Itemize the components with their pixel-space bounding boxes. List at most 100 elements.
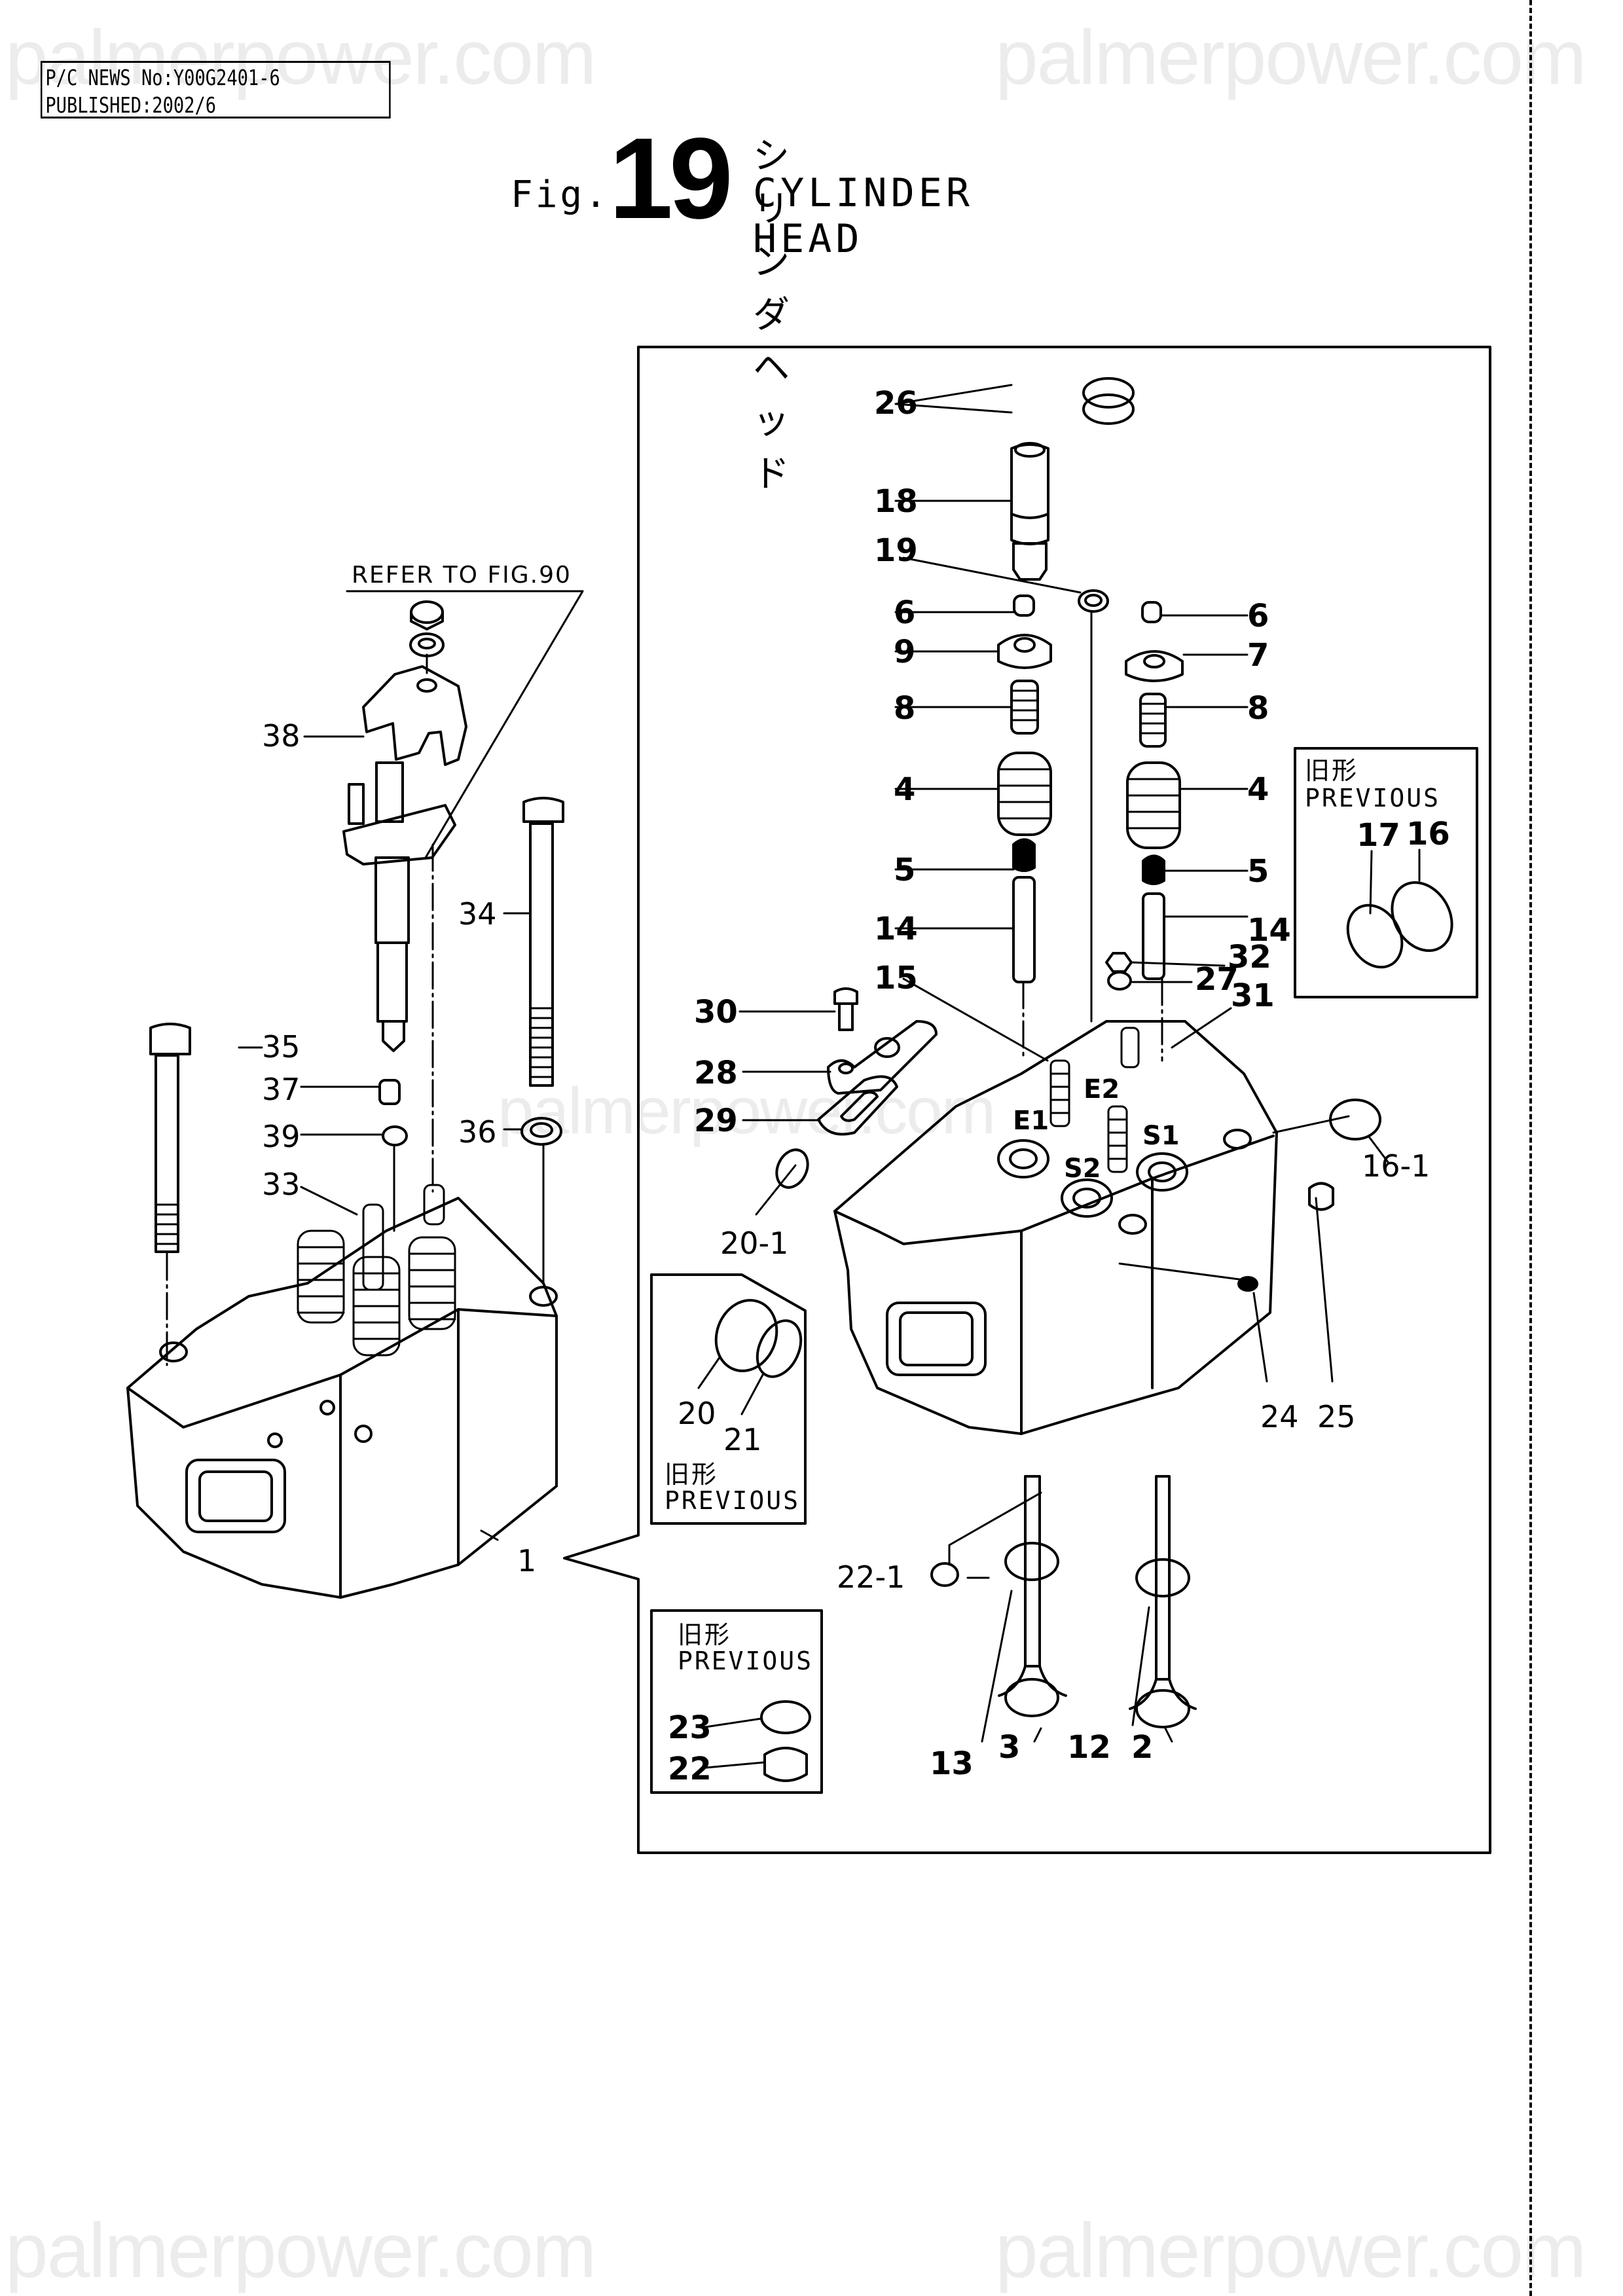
- valve-right: [1129, 1475, 1197, 1728]
- callout-31: 31: [1231, 977, 1275, 1014]
- o-ring-inner: [1084, 594, 1103, 607]
- callout-2: 2: [1131, 1729, 1153, 1766]
- bracket: [827, 1020, 938, 1095]
- callout-24: 24: [1260, 1399, 1299, 1434]
- threaded-plug: [1391, 881, 1453, 953]
- callout-13: 13: [930, 1745, 974, 1782]
- washer-icon: [1107, 971, 1132, 991]
- callout-14-left: 14: [874, 911, 918, 947]
- callout-9: 9: [894, 634, 915, 670]
- cylinder-head-detail: [833, 1020, 1278, 1435]
- figure-title-en: CYLINDER HEAD: [753, 170, 974, 262]
- watermark: palmerpower.com: [5, 2208, 596, 2294]
- callout-32: 32: [1228, 939, 1271, 975]
- bracket-hole: [838, 1063, 854, 1074]
- valve-left: [998, 1475, 1067, 1717]
- gasket: [817, 1075, 898, 1136]
- callout-35: 35: [262, 1029, 301, 1065]
- blind-plug: [930, 1562, 959, 1587]
- watermark: palmerpower.com: [498, 1074, 996, 1148]
- nozzle-clamp: [362, 665, 467, 766]
- nut-icon: [410, 600, 444, 630]
- callout-28: 28: [694, 1055, 738, 1091]
- o-ring: [1078, 589, 1109, 613]
- callout-22-1: 22-1: [837, 1559, 905, 1595]
- threaded-plug: [1308, 1182, 1334, 1211]
- blind-plug: [775, 1148, 809, 1189]
- callout-15: 15: [874, 960, 918, 996]
- callout-25: 25: [1317, 1399, 1356, 1434]
- washer-icon: [520, 1117, 562, 1146]
- callout-16-1: 16-1: [1362, 1148, 1430, 1184]
- previous-box: [650, 1273, 807, 1525]
- refer-leader: [346, 590, 584, 859]
- callout-34: 34: [458, 896, 497, 932]
- bolt: [833, 987, 858, 1031]
- threaded-plug: [763, 1747, 808, 1782]
- valve-tag-e2: E2: [1084, 1074, 1120, 1104]
- watermark: palmerpower.com: [995, 14, 1586, 101]
- threaded-plug: [714, 1299, 778, 1372]
- short-head-bolt: [149, 1023, 191, 1253]
- leader-lines-detail: [739, 384, 1389, 1743]
- previous-label-en: PREVIOUS: [665, 1486, 800, 1515]
- callout-23: 23: [668, 1709, 712, 1746]
- leader-lines: [697, 1355, 764, 1415]
- previous-label-en: PREVIOUS: [1305, 784, 1440, 812]
- callout-5-right: 5: [1247, 853, 1269, 890]
- callout-4-left: 4: [894, 771, 915, 808]
- leader-lines-left: [238, 735, 532, 1541]
- callout-8-right: 8: [1247, 690, 1269, 727]
- washer-icon: [409, 632, 445, 657]
- page-cut-line: [1529, 0, 1532, 2296]
- callout-30: 30: [694, 994, 738, 1030]
- o-ring: [382, 1125, 408, 1146]
- gasket-opening: [840, 1091, 879, 1122]
- callout-12: 12: [1067, 1729, 1111, 1766]
- callout-33: 33: [262, 1167, 301, 1202]
- callout-26: 26: [874, 385, 918, 422]
- news-number: P/C NEWS No:Y00G2401-6: [45, 65, 280, 90]
- figure-prefix: Fig.: [511, 173, 610, 216]
- callout-3: 3: [998, 1729, 1020, 1766]
- callout-37: 37: [262, 1072, 301, 1107]
- o-ring: [760, 1700, 811, 1734]
- previous-label-ja: 旧形: [665, 1460, 718, 1489]
- figure-number: 19: [609, 115, 733, 243]
- callout-20: 20: [678, 1396, 716, 1431]
- o-ring-pair: [1082, 377, 1135, 425]
- previous-label-en: PREVIOUS: [678, 1647, 813, 1675]
- bracket-hole: [874, 1037, 900, 1058]
- sleeve-part: [378, 1079, 401, 1105]
- valve-tag-e1: E1: [1013, 1106, 1049, 1136]
- valve-stack-left: [997, 594, 1052, 1062]
- callout-38: 38: [262, 718, 301, 754]
- valve-stack-right: [1125, 601, 1184, 1062]
- leader-lines: [1369, 848, 1421, 915]
- callout-6-left: 6: [894, 594, 915, 631]
- previous-box: [650, 1609, 823, 1794]
- callout-1: 1: [517, 1543, 536, 1578]
- previous-box: [1294, 747, 1478, 998]
- cylinder-head-left: [126, 1184, 558, 1599]
- valve-tag-s2: S2: [1064, 1154, 1101, 1184]
- previous-label-ja: 旧形: [1305, 756, 1359, 785]
- watermark: palmerpower.com: [995, 2208, 1586, 2294]
- callout-6-right: 6: [1247, 598, 1269, 634]
- callout-16: 16: [1406, 816, 1450, 852]
- callout-36: 36: [458, 1114, 497, 1150]
- callout-19: 19: [874, 532, 918, 569]
- long-head-bolt: [522, 797, 564, 1087]
- fuel-injector: [342, 761, 456, 1052]
- publication-info-box: P/C NEWS No:Y00G2401-6 PUBLISHED:2002/6: [41, 61, 391, 118]
- callout-17: 17: [1357, 817, 1400, 854]
- figure-title-ja: シリンダヘッド: [753, 135, 791, 496]
- watermark: palmerpower.com: [5, 14, 596, 101]
- callout-21: 21: [723, 1422, 762, 1457]
- refer-note: REFER TO FIG.90: [352, 562, 572, 589]
- callout-8-left: 8: [894, 690, 915, 727]
- leader-lines: [704, 1717, 765, 1769]
- previous-label-ja: 旧形: [678, 1620, 731, 1649]
- callout-4-right: 4: [1247, 771, 1269, 808]
